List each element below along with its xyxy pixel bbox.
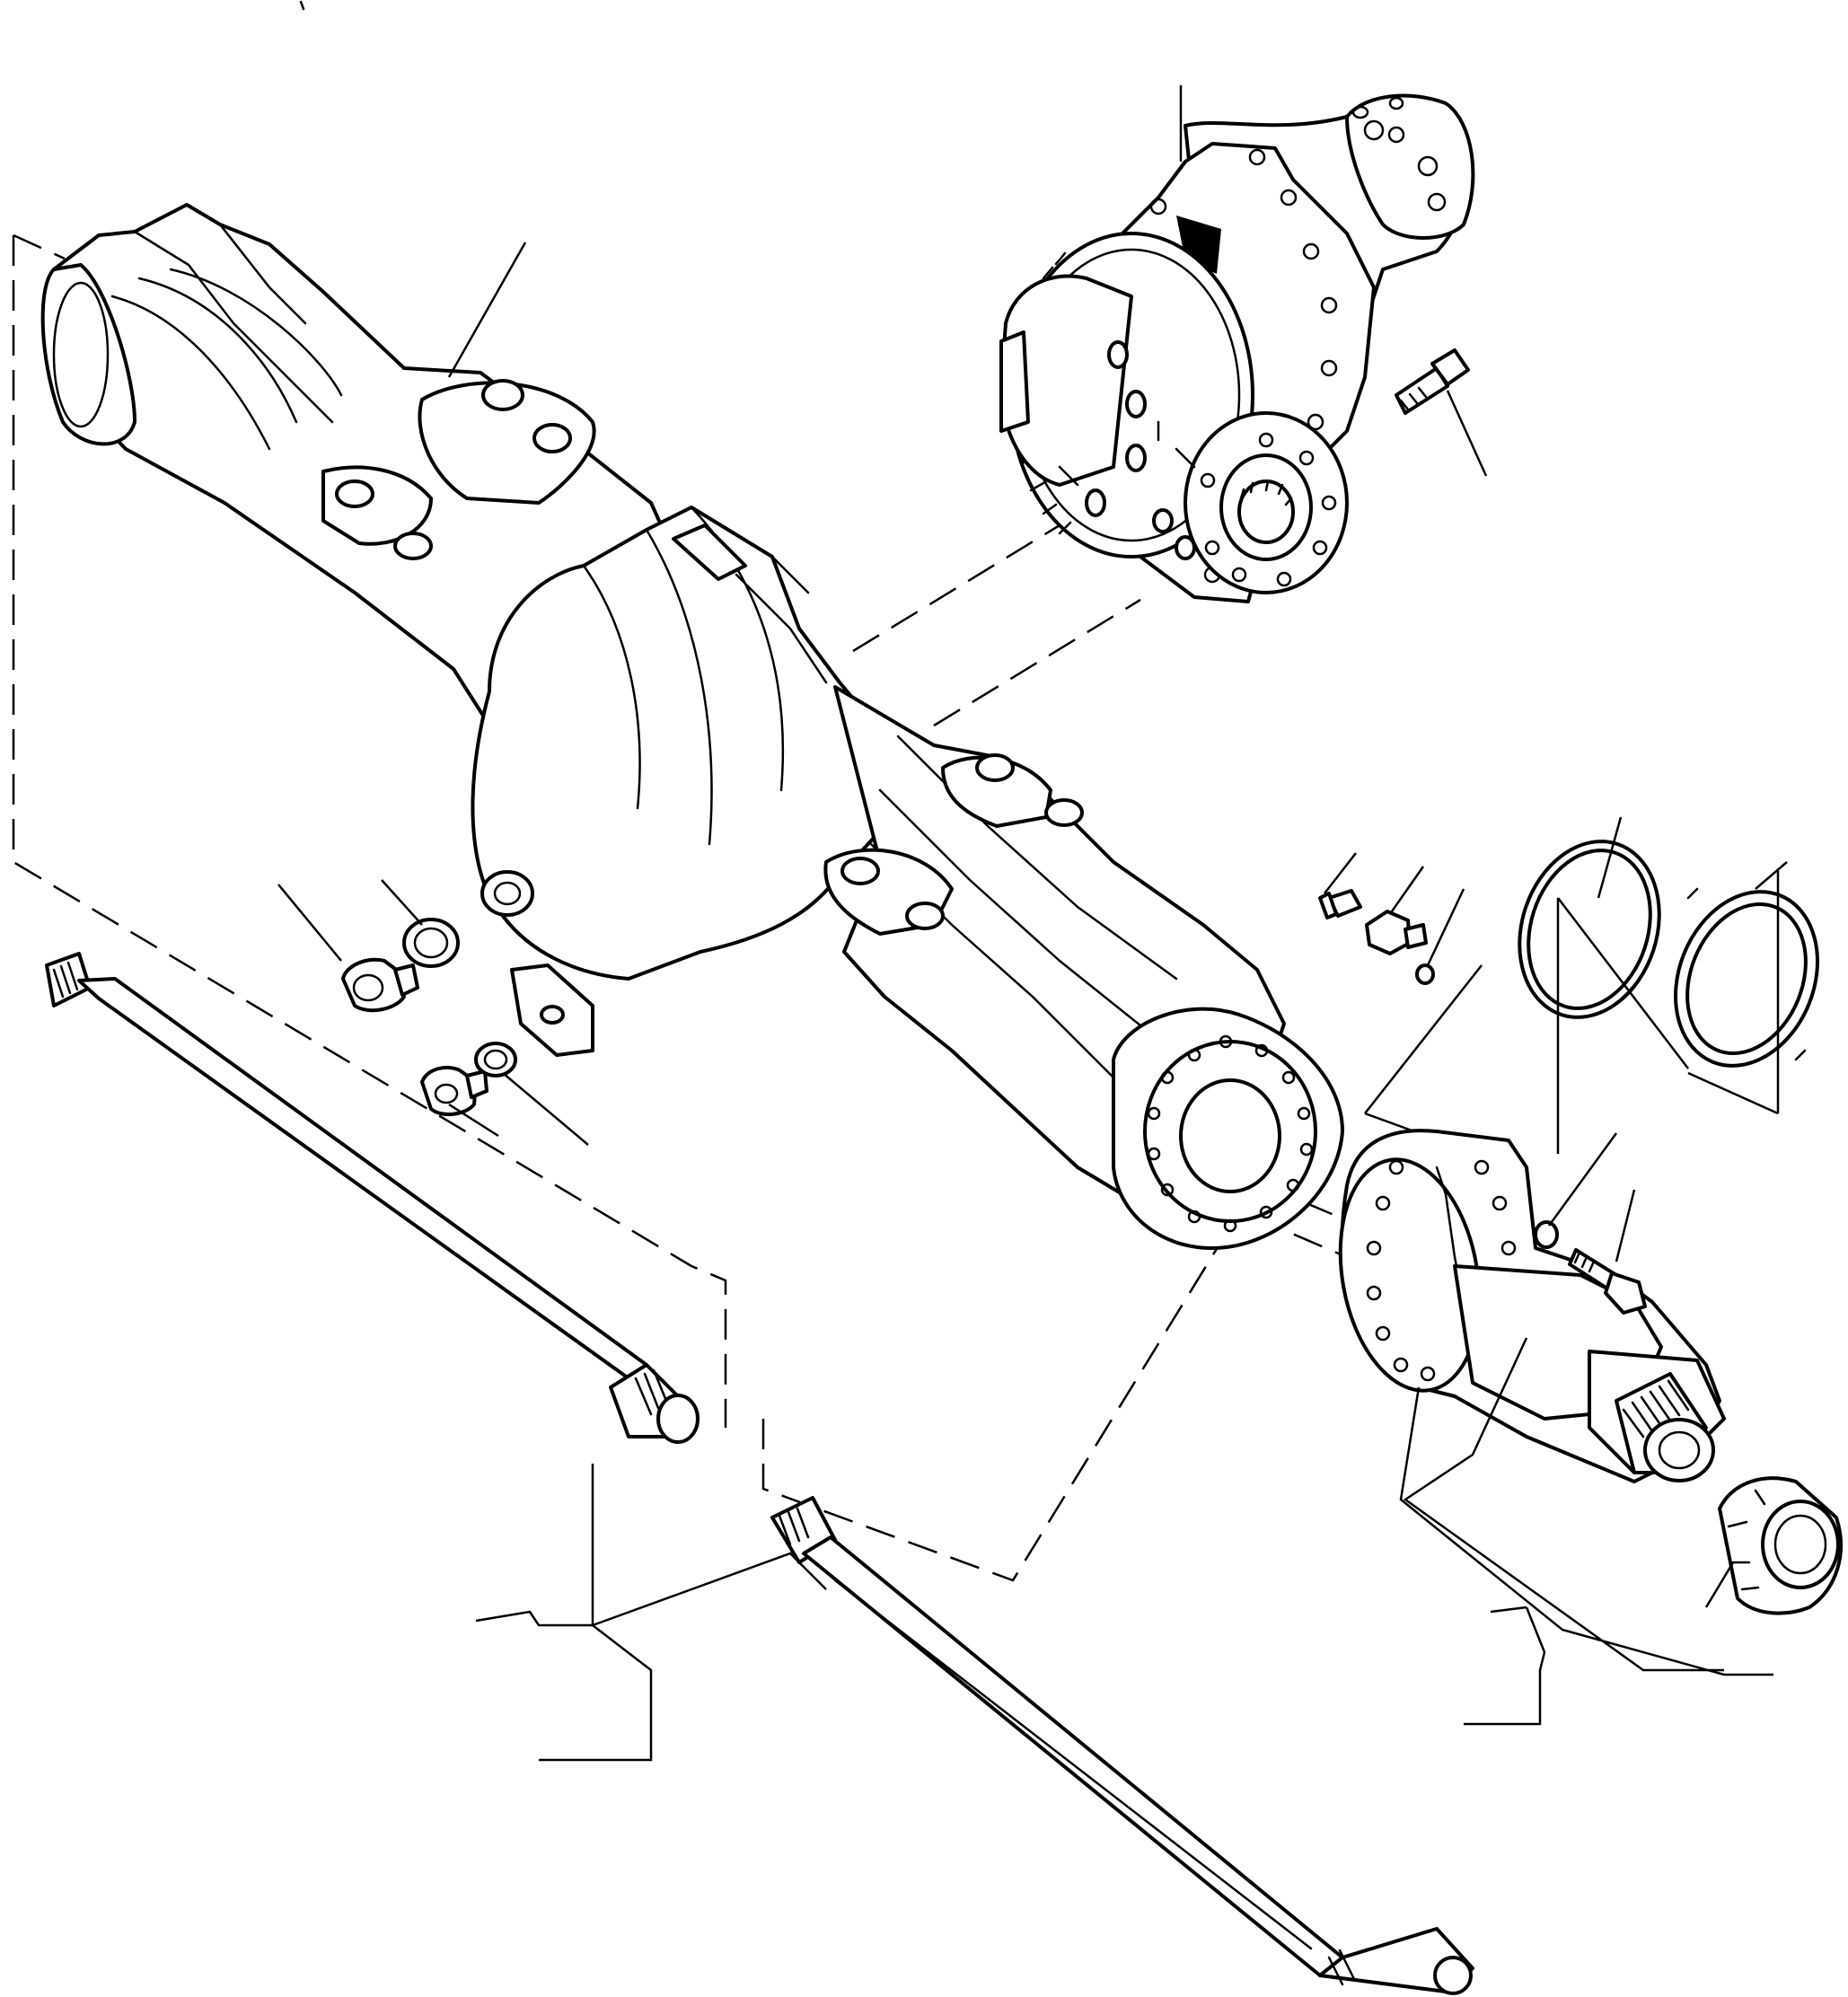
breather-o-ring [1415,963,1435,985]
drain-plug [341,957,419,1013]
breather-adapter [1365,910,1428,955]
hub-carrier-bolt [1568,1248,1647,1315]
right-half-shaft [770,1496,1474,1995]
drain-plug-washer [402,918,460,968]
callout-leader-lines [277,85,1788,1762]
planetary-hub-carrier [1338,1129,1726,1483]
ring-nut [1718,1476,1844,1615]
hub-carrier-washer [1534,1220,1559,1249]
differential-bolt [1395,348,1470,415]
axle-housing [40,203,1344,1250]
left-half-shaft [45,952,700,1444]
breather-fitting [1318,889,1362,919]
housing-flange-bolt-holes [1147,1034,1314,1233]
hub-flange-bolt-holes [1366,1159,1517,1382]
filler-plug [420,1065,488,1116]
filler-plug-washer [474,1042,517,1078]
o-ring [1518,840,1661,1019]
crop-mark [299,0,305,11]
seal-ring [1674,887,1819,1068]
differential-assembly [999,93,1475,603]
